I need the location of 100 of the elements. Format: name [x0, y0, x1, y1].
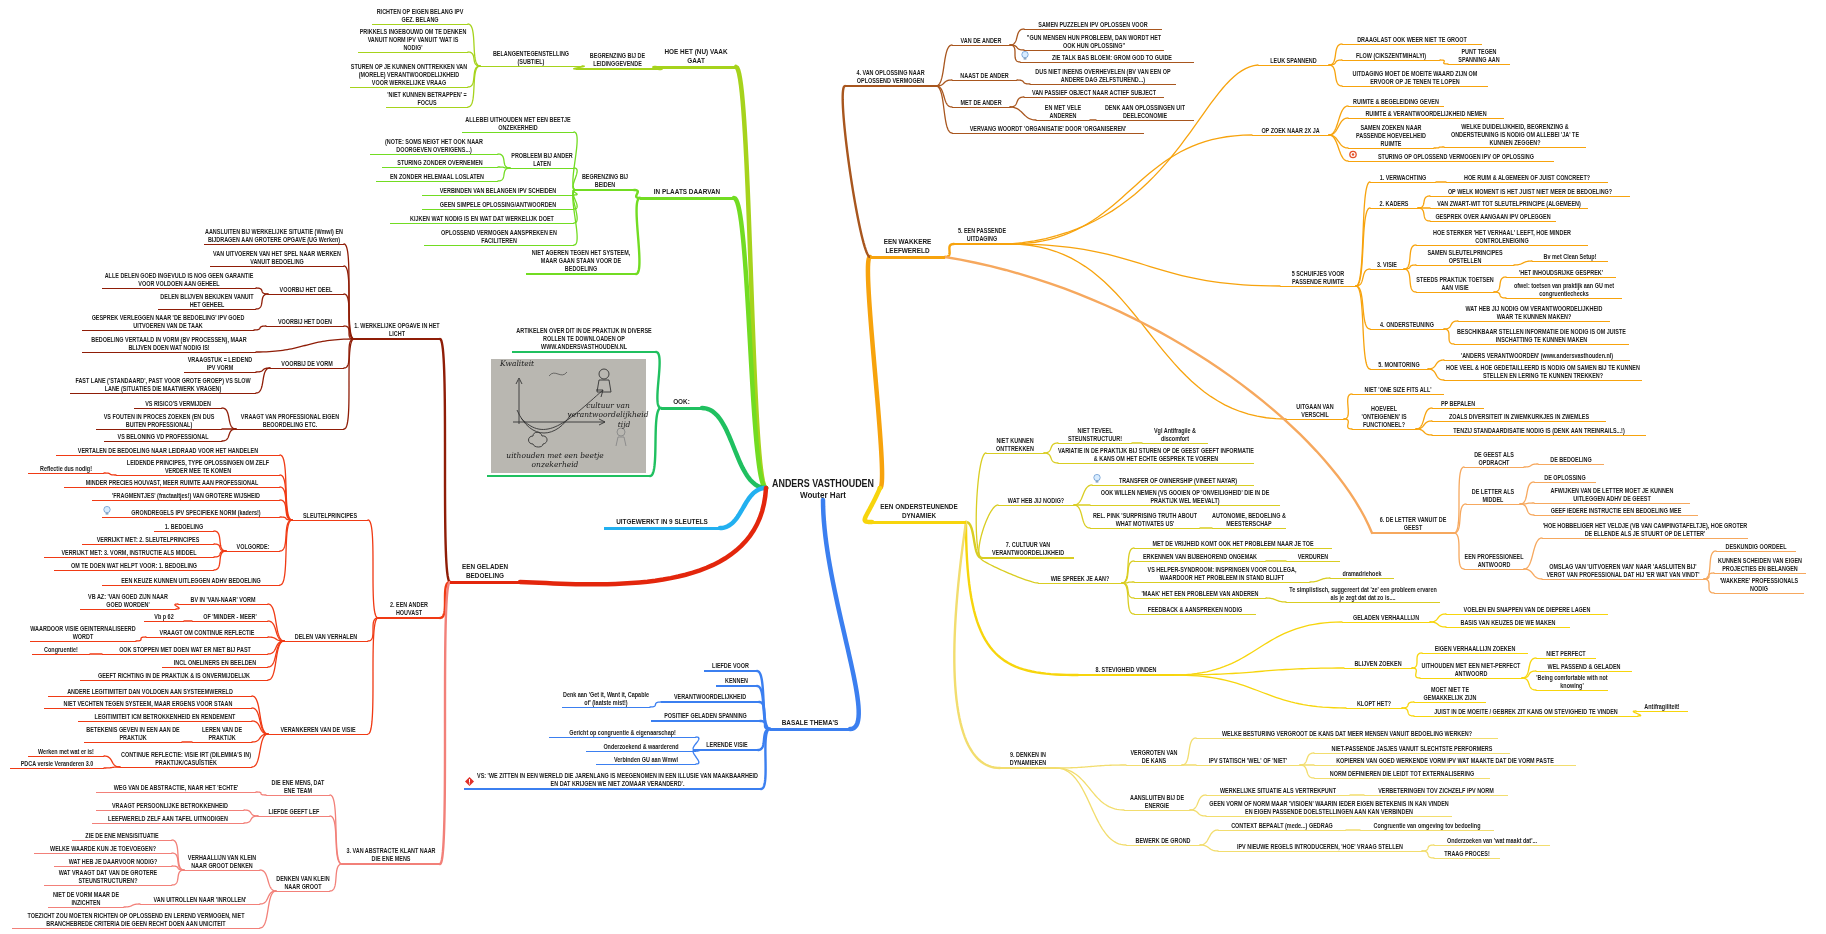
- branch-line: [1523, 568, 1543, 580]
- branch-line: [1328, 134, 1349, 149]
- branch-line: [1309, 577, 1331, 583]
- mindmap-topic: [1038, 574, 1122, 584]
- mindmap-topic: [1020, 53, 1194, 63]
- mindmap-topic: [1434, 849, 1500, 859]
- branch-line: [255, 287, 269, 295]
- branch-line: [1427, 368, 1445, 381]
- branch-line: [1435, 181, 1447, 183]
- branch-line: [438, 337, 452, 584]
- mindmap-topic: [1352, 385, 1444, 395]
- branch-line: [467, 51, 481, 67]
- mindmap-topic: [192, 725, 252, 743]
- branch-line: [1345, 829, 1361, 831]
- branch-line: [757, 700, 772, 731]
- branch-line: [1199, 527, 1213, 529]
- branch-line: [1349, 794, 1365, 796]
- mindmap-topic: [1314, 744, 1510, 754]
- branch-line: [1016, 79, 1031, 85]
- mindmap-topic: [422, 186, 574, 196]
- branch-line: [1632, 710, 1642, 717]
- mindmap-topic: [102, 508, 280, 518]
- branch-line: [1427, 359, 1445, 370]
- mindmap-topic: [82, 535, 214, 545]
- branch-line: [259, 890, 277, 905]
- branch-line: [329, 815, 343, 865]
- branch-line: [1265, 597, 1287, 603]
- branch-line: [1521, 677, 1537, 691]
- branch-line: [438, 580, 452, 620]
- mindmap-topic: [1196, 729, 1498, 739]
- branch-line: [1355, 285, 1371, 330]
- branch-line: [1009, 243, 1287, 420]
- branch-line: [935, 44, 953, 87]
- mindmap-topic: [1344, 659, 1412, 669]
- branch-line: [171, 869, 185, 886]
- branch-line: [862, 485, 883, 525]
- mindmap-topic: [1416, 248, 1514, 266]
- mindmap-topic: [464, 772, 761, 790]
- mindmap-topic: [1364, 786, 1508, 796]
- mindmap-topic: [370, 137, 498, 155]
- mindmap-topic: [34, 844, 172, 854]
- mindmap-topic: [1506, 268, 1616, 278]
- mindmap-topic: [1314, 769, 1490, 779]
- branch-line: [267, 640, 285, 681]
- mindmap-topic: [96, 783, 256, 793]
- topic-text: IN PLAATS DAARVAN: [652, 187, 722, 197]
- mindmap-topic: [1534, 486, 1690, 504]
- branch-line: [1073, 504, 1091, 529]
- mindmap-topic: [378, 601, 440, 619]
- branch-line: [497, 166, 511, 169]
- mindmap-topic: [44, 868, 172, 886]
- branch-line: [1417, 207, 1431, 222]
- branch-line: [1173, 674, 1347, 709]
- branch-line: [1043, 442, 1059, 454]
- branch-line: [267, 636, 285, 642]
- mindmap-topic: [1206, 786, 1350, 796]
- branch-line: [259, 890, 277, 929]
- branch-line: [123, 903, 141, 908]
- branch-line: [1411, 667, 1421, 679]
- branch-line: [692, 749, 700, 752]
- branch-line: [1403, 244, 1417, 270]
- branch-line: [1355, 268, 1371, 287]
- branch-line: [183, 620, 193, 622]
- branch-line: [171, 839, 185, 871]
- mindmap-topic: [986, 436, 1044, 454]
- mindmap-topic: [1348, 123, 1434, 149]
- mindmap-topic: [1370, 320, 1444, 330]
- branch-line: [1523, 537, 1543, 570]
- mindmap-topic: [1000, 751, 1056, 769]
- branch-line: [1523, 463, 1539, 468]
- branch-line: [1401, 707, 1415, 717]
- mindmap-topic: [1414, 707, 1638, 717]
- branch-line: [572, 131, 578, 191]
- branch-line: [1199, 844, 1219, 852]
- mindmap-topic: [549, 728, 696, 738]
- branch-line: [1355, 285, 1371, 370]
- mindmap-topic: [1506, 281, 1622, 299]
- branch-line: [253, 325, 267, 331]
- branch-line: [255, 293, 269, 310]
- mindmap-topic: [266, 317, 344, 327]
- mindmap-topic: [1314, 756, 1576, 766]
- mindmap-topic: [1534, 506, 1698, 516]
- branch-line: [1703, 578, 1715, 594]
- branch-line: [213, 550, 227, 571]
- mindmap-topic: [651, 712, 760, 722]
- mindmap-topic: [661, 693, 759, 703]
- branch-line: [213, 543, 227, 552]
- main-branch-topic: [661, 397, 702, 410]
- mindmap-topic: [382, 158, 498, 168]
- branch-line: [367, 617, 379, 735]
- mindmap-topic: [1092, 476, 1254, 486]
- mindmap-topic: [1466, 487, 1520, 505]
- branch-line: [649, 701, 662, 708]
- branch-line: [251, 733, 269, 768]
- branch-line: [103, 472, 117, 476]
- branch-line: [267, 640, 285, 655]
- mindmap-topic: [1280, 269, 1356, 287]
- mindmap-topic: [1448, 47, 1510, 65]
- mindmap-topic: [1286, 402, 1344, 420]
- branch-line: [1189, 809, 1207, 817]
